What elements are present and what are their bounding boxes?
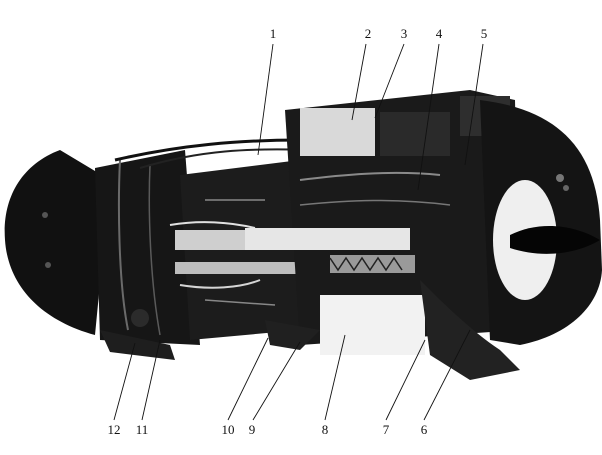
callout-label: 9	[249, 422, 256, 437]
callout-label: 10	[222, 422, 235, 437]
callout-label: 2	[365, 26, 372, 41]
callout-label: 4	[436, 26, 443, 41]
leader-9	[252, 341, 301, 421]
callout-labels: 1 2 3 4 5 6 7 8 9 10 11 12	[108, 26, 488, 437]
engine-illustration	[4, 90, 602, 380]
callout-label: 5	[481, 26, 488, 41]
callout-label: 7	[383, 422, 390, 437]
leader-10	[227, 337, 269, 421]
leader-12	[113, 342, 136, 421]
callout-label: 12	[108, 422, 121, 437]
callout-label: 6	[421, 422, 428, 437]
callout-label: 11	[136, 422, 149, 437]
combustion-section	[245, 90, 520, 355]
leader-11	[141, 339, 161, 421]
leader-3	[374, 43, 405, 119]
leader-5	[464, 43, 484, 166]
leader-7	[385, 339, 426, 421]
leader-4	[417, 43, 440, 191]
callout-label: 3	[401, 26, 408, 41]
callout-label: 8	[322, 422, 329, 437]
leader-6	[423, 329, 471, 421]
callout-label: 1	[270, 26, 277, 41]
callout-leaders	[113, 43, 484, 421]
leader-2	[351, 43, 367, 121]
intake-casing	[4, 150, 200, 345]
leader-8	[324, 334, 346, 421]
leader-1	[257, 43, 274, 156]
turbine-section	[480, 100, 602, 345]
